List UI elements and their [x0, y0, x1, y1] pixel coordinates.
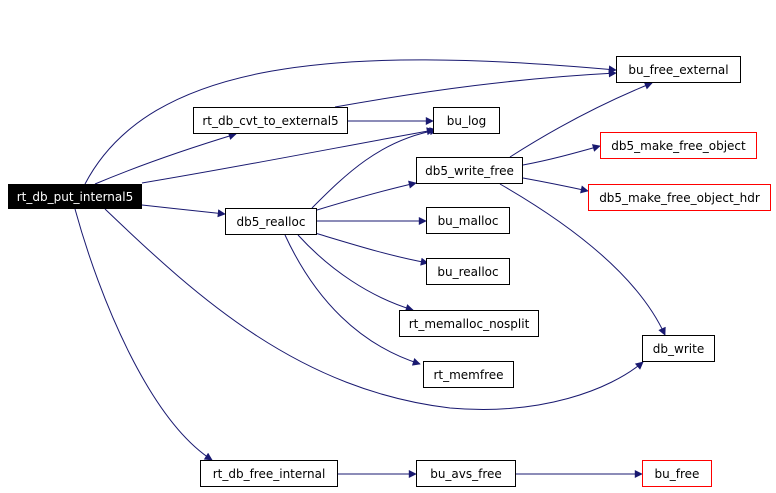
node-rt-memfree[interactable]: rt_memfree: [423, 361, 514, 388]
node-bu-avs-free[interactable]: bu_avs_free: [416, 460, 516, 487]
node-rt-db-cvt-to-external5[interactable]: rt_db_cvt_to_external5: [193, 107, 348, 134]
edge-db5-write-free-to-db5-make-free-object: [522, 144, 601, 166]
edge-db5-write-free-to-db5-make-free-object-hdr: [522, 177, 589, 194]
edge-rt-db-put-internal5-to-db5-realloc: [141, 204, 226, 218]
edge-db5-realloc-to-bu-realloc: [314, 232, 429, 266]
node-bu-free-external[interactable]: bu_free_external: [616, 56, 741, 83]
edge-rt-db-cvt-to-external5-to-bu-free-external: [334, 69, 617, 108]
edge-db5-realloc-to-rt-memalloc-nosplit: [297, 234, 414, 312]
node-db5-realloc[interactable]: db5_realloc: [225, 208, 317, 235]
edge-db5-write-free-to-bu-free-external: [509, 81, 653, 158]
edge-rt-db-put-internal5-to-rt-db-free-internal: [74, 208, 213, 461]
node-db5-make-free-object[interactable]: db5_make_free_object: [600, 132, 757, 159]
edge-db5-realloc-to-db5-write-free: [316, 180, 417, 211]
edge-rt-db-put-internal5-to-db-write: [104, 208, 644, 410]
edge-db5-realloc-to-bu-log: [311, 127, 438, 209]
node-bu-free[interactable]: bu_free: [642, 460, 712, 487]
node-rt-db-put-internal5[interactable]: rt_db_put_internal5: [8, 184, 142, 209]
node-db5-make-free-object-hdr[interactable]: db5_make_free_object_hdr: [588, 184, 771, 211]
node-bu-realloc[interactable]: bu_realloc: [426, 258, 510, 285]
node-rt-memalloc-nosplit[interactable]: rt_memalloc_nosplit: [399, 310, 539, 337]
edge-db5-realloc-to-rt-memfree: [284, 234, 421, 366]
node-db5-write-free[interactable]: db5_write_free: [416, 157, 523, 184]
edge-db5-write-free-to-db-write: [499, 183, 666, 336]
node-rt-db-free-internal[interactable]: rt_db_free_internal: [200, 460, 338, 487]
edge-rt-db-put-internal5-to-rt-db-cvt-to-external5: [94, 132, 237, 185]
node-db-write[interactable]: db_write: [642, 335, 715, 362]
node-bu-malloc[interactable]: bu_malloc: [426, 207, 510, 234]
edge-rt-db-put-internal5-to-bu-log: [141, 127, 435, 184]
edge-rt-db-put-internal5-to-bu-free-external: [84, 59, 617, 185]
node-bu-log[interactable]: bu_log: [433, 107, 500, 134]
